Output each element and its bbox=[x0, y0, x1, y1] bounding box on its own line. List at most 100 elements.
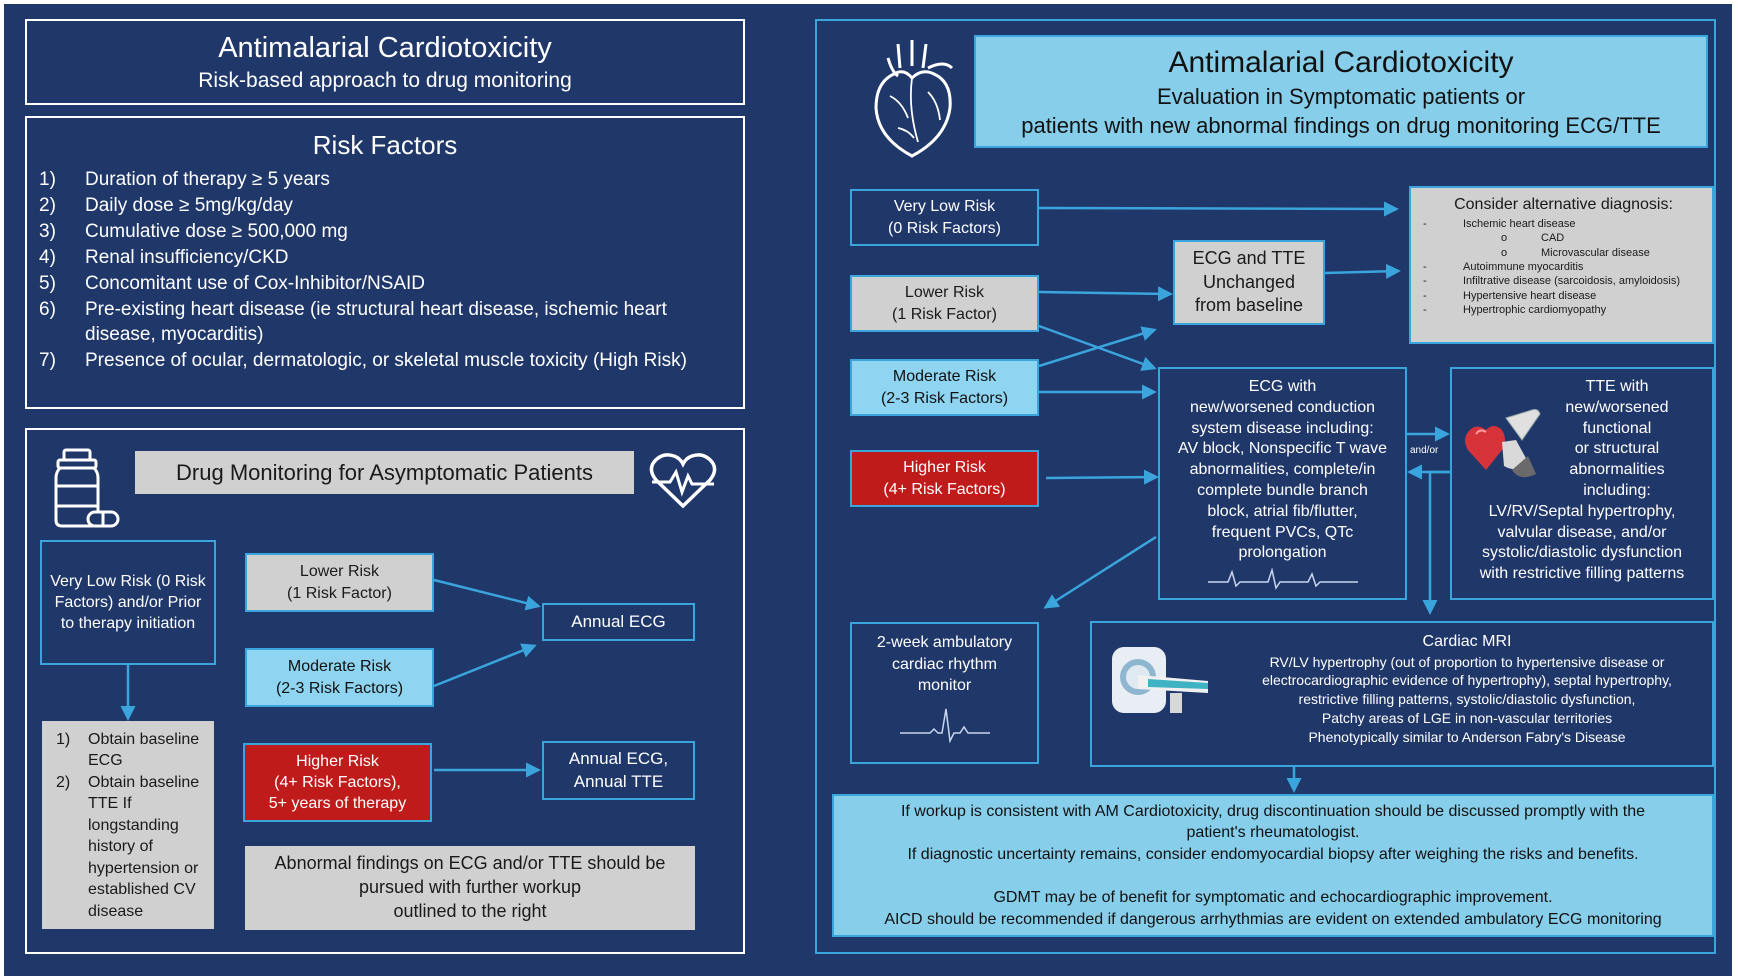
unchanged-line1: ECG and TTE bbox=[1192, 247, 1306, 268]
risk-factor-item: 5)Concomitant use of Cox-Inhibitor/NSAID bbox=[39, 272, 426, 294]
ecg-new-line: abnormalities, complete/in bbox=[1189, 461, 1376, 479]
right-lower-risk-box: Lower Risk (1 Risk Factor) bbox=[850, 275, 1039, 332]
tte-new-line: valvular disease, and/or bbox=[1497, 523, 1667, 541]
risk-factors-list: 1)Duration of therapy ≥ 5 years 2)Daily … bbox=[39, 167, 731, 374]
right-very-low-risk-box: Very Low Risk (0 Risk Factors) bbox=[850, 189, 1039, 246]
baseline-steps-list: 1)Obtain baseline ECG 2)Obtain baseline … bbox=[46, 729, 206, 922]
cardiac-mri-line: electrocardiographic evidence of hypertr… bbox=[1262, 672, 1672, 689]
annual-ecg-box: Annual ECG bbox=[542, 603, 695, 641]
right-very-low-risk-line1: Very Low Risk bbox=[893, 198, 996, 216]
abnormal-findings-box: Abnormal findings on ECG and/or TTE shou… bbox=[245, 846, 695, 930]
mri-scanner-icon bbox=[1112, 647, 1208, 713]
abnormal-findings-line3: outlined to the right bbox=[393, 900, 547, 921]
right-header-line1: Evaluation in Symptomatic patients or bbox=[1156, 84, 1526, 110]
left-moderate-risk-line2: (2-3 Risk Factors) bbox=[275, 679, 404, 697]
left-lower-risk-line2: (1 Risk Factor) bbox=[287, 584, 392, 602]
tte-new-line: including: bbox=[1583, 481, 1651, 499]
annual-ecg-tte-line2: Annual TTE bbox=[573, 771, 664, 791]
monitoring-title: Drug Monitoring for Asymptomatic Patient… bbox=[135, 451, 634, 494]
conclusion-line: GDMT may be of benefit for symptomatic a… bbox=[993, 888, 1553, 906]
baseline-steps-box: 1)Obtain baseline ECG 2)Obtain baseline … bbox=[42, 721, 214, 929]
left-lower-risk-line1: Lower Risk bbox=[299, 563, 380, 581]
ecg-new-line: new/worsened conduction bbox=[1189, 398, 1375, 416]
alternative-item: -Infiltrative disease (sarcoidosis, amyl… bbox=[1423, 275, 1681, 288]
right-moderate-risk-line2: (2-3 Risk Factors) bbox=[880, 389, 1009, 407]
left-higher-risk-box: Higher Risk (4+ Risk Factors), 5+ years … bbox=[243, 743, 432, 822]
right-header-line2: patients with new abnormal findings on d… bbox=[1021, 113, 1661, 139]
right-very-low-risk-line2: (0 Risk Factors) bbox=[888, 219, 1001, 237]
risk-factor-item: 7)Presence of ocular, dermatologic, or s… bbox=[39, 350, 687, 372]
arrow-unchanged-to-alternative bbox=[1324, 263, 1401, 279]
cardiac-mri-line: RV/LV hypertrophy (out of proportion to … bbox=[1269, 653, 1665, 670]
medicine-bottle-icon bbox=[54, 448, 120, 528]
and-or-label: and/or bbox=[1410, 445, 1439, 456]
right-higher-risk-line1: Higher Risk bbox=[903, 459, 986, 477]
ecg-new-line: prolongation bbox=[1238, 544, 1327, 562]
right-moderate-risk-box: Moderate Risk (2-3 Risk Factors) bbox=[850, 359, 1039, 416]
tte-new-line: TTE with bbox=[1585, 378, 1649, 395]
arrow-to-cardiac-mri bbox=[1422, 470, 1450, 615]
left-header-title: Antimalarial Cardiotoxicity bbox=[218, 32, 552, 64]
right-higher-risk-box: Higher Risk (4+ Risk Factors) bbox=[850, 450, 1039, 507]
arrow-ecg-to-ambulatory bbox=[1043, 535, 1157, 609]
arrow-higher-to-ecg-new bbox=[1045, 469, 1159, 485]
right-lower-risk-line1: Lower Risk bbox=[904, 284, 985, 302]
left-very-low-risk-box: Very Low Risk (0 Risk Factors) and/or Pr… bbox=[40, 540, 216, 665]
annual-ecg-label: Annual ECG bbox=[571, 611, 666, 631]
heartbeat-icon bbox=[649, 453, 717, 509]
anatomical-heart-icon bbox=[874, 40, 954, 158]
alternative-item: -Hypertensive heart disease bbox=[1423, 289, 1597, 302]
right-header-title: Antimalarial Cardiotoxicity bbox=[1168, 45, 1514, 79]
risk-factors-panel: Risk Factors 1)Duration of therapy ≥ 5 y… bbox=[25, 116, 745, 409]
alternative-item: -Ischemic heart disease bbox=[1423, 218, 1576, 231]
ecg-new-line: ECG with bbox=[1248, 378, 1317, 395]
risk-factor-item: 2)Daily dose ≥ 5mg/kg/day bbox=[39, 195, 293, 217]
alternative-item: -Autoimmune myocarditis bbox=[1423, 261, 1584, 273]
conclusion-line: If workup is consistent with AM Cardioto… bbox=[900, 802, 1646, 820]
tte-new-line: new/worsened bbox=[1565, 398, 1669, 416]
ambulatory-line1: 2-week ambulatory bbox=[876, 634, 1013, 651]
abnormal-findings-line2: pursued with further workup bbox=[358, 877, 582, 898]
cardiac-mri-title: Cardiac MRI bbox=[1422, 633, 1512, 650]
conclusion-line: patient's rheumatologist. bbox=[1186, 824, 1360, 842]
ultrasound-heart-icon bbox=[1465, 409, 1541, 478]
tte-new-line: systolic/diastolic dysfunction bbox=[1481, 544, 1683, 562]
ecg-new-line: complete bundle branch bbox=[1197, 481, 1368, 499]
baseline-step-item: 1)Obtain baseline ECG bbox=[56, 731, 200, 770]
right-header: Antimalarial Cardiotoxicity Evaluation i… bbox=[974, 35, 1708, 148]
alternative-diagnosis-title: Consider alternative diagnosis: bbox=[1454, 196, 1673, 213]
risk-factor-item: 4)Renal insufficiency/CKD bbox=[39, 246, 289, 268]
ecg-new-line: frequent PVCs, QTc bbox=[1211, 523, 1354, 541]
ecg-trace-icon bbox=[1207, 568, 1358, 591]
risk-factor-item: 6)Pre-existing heart disease (ie structu… bbox=[39, 298, 667, 346]
risk-factor-item: 3)Cumulative dose ≥ 500,000 mg bbox=[39, 221, 348, 243]
left-moderate-risk-line1: Moderate Risk bbox=[287, 658, 392, 676]
risk-factors-title: Risk Factors bbox=[312, 130, 458, 160]
conclusion-line: If diagnostic uncertainty remains, consi… bbox=[907, 846, 1639, 864]
cardiac-mri-line: Phenotypically similar to Anderson Fabry… bbox=[1308, 729, 1626, 746]
left-very-low-risk-label: Very Low Risk (0 Risk Factors) and/or Pr… bbox=[50, 572, 206, 633]
alternative-diagnosis-box: Consider alternative diagnosis: -Ischemi… bbox=[1409, 186, 1714, 344]
conclusion-box: If workup is consistent with AM Cardioto… bbox=[832, 794, 1714, 937]
arrow-lower-to-unchanged bbox=[1038, 286, 1173, 302]
right-higher-risk-line2: (4+ Risk Factors) bbox=[883, 480, 1006, 498]
ecg-new-line: block, atrial fib/flutter, bbox=[1207, 502, 1358, 520]
risk-factor-item: 1)Duration of therapy ≥ 5 years bbox=[39, 169, 330, 191]
annual-ecg-tte-box: Annual ECG, Annual TTE bbox=[542, 741, 695, 800]
left-moderate-risk-box: Moderate Risk (2-3 Risk Factors) bbox=[245, 648, 434, 707]
ecg-new-findings-box: ECG with new/worsened conduction system … bbox=[1158, 367, 1407, 600]
tte-new-line: with restrictive filling patterns bbox=[1479, 565, 1685, 583]
monitoring-panel bbox=[25, 428, 745, 954]
tte-new-findings-box: TTE with new/worsened functional or stru… bbox=[1450, 367, 1714, 600]
left-higher-risk-line2: (4+ Risk Factors), bbox=[274, 773, 401, 791]
left-header-subtitle: Risk-based approach to drug monitoring bbox=[198, 69, 572, 93]
arrow-moderate-to-unchanged bbox=[1038, 326, 1157, 368]
arrow-lower-to-annual-ecg bbox=[433, 578, 541, 611]
cardiac-mri-line: Patchy areas of LGE in non-vascular terr… bbox=[1321, 710, 1613, 727]
conclusion-line: AICD should be recommended if dangerous … bbox=[884, 910, 1662, 928]
baseline-step-item: 2)Obtain baseline TTE If longstanding hi… bbox=[56, 773, 200, 920]
tte-new-line: abnormalities bbox=[1569, 461, 1665, 479]
